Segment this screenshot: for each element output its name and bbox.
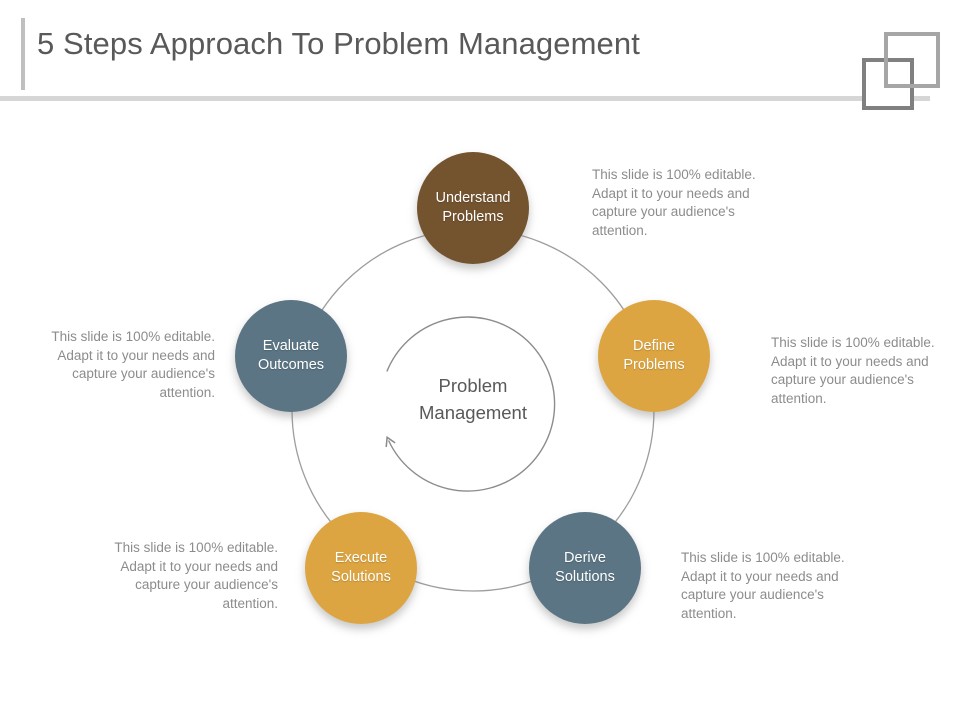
page-title: 5 Steps Approach To Problem Management	[37, 26, 640, 61]
node-define-problems-label: Define Problems	[623, 338, 685, 373]
node-evaluate-outcomes-label: Evaluate Outcomes	[257, 338, 325, 373]
node-evaluate-outcomes[interactable]: Evaluate Outcomes	[235, 300, 347, 412]
node-execute-solutions-label: Execute Solutions	[331, 550, 391, 585]
cycle-diagram: Understand Problems Define Problems Deri…	[0, 104, 960, 720]
description-understand-problems: This slide is 100% editable. Adapt it to…	[592, 167, 756, 238]
description-derive-solutions: This slide is 100% editable. Adapt it to…	[681, 550, 845, 621]
node-understand-problems[interactable]: Understand Problems	[417, 152, 529, 264]
inner-cycle-arrow	[385, 316, 556, 492]
node-derive-solutions[interactable]: Derive Solutions	[529, 512, 641, 624]
node-execute-solutions[interactable]: Execute Solutions	[305, 512, 417, 624]
title-divider-rule	[0, 96, 930, 101]
node-define-problems[interactable]: Define Problems	[598, 300, 710, 412]
slide-header: 5 Steps Approach To Problem Management	[0, 0, 960, 110]
description-define-problems: This slide is 100% editable. Adapt it to…	[771, 335, 935, 406]
description-evaluate-outcomes: This slide is 100% editable. Adapt it to…	[51, 329, 215, 400]
node-derive-solutions-label: Derive Solutions	[555, 550, 615, 585]
decorative-square-light-overlap-icon	[884, 32, 940, 88]
description-execute-solutions: This slide is 100% editable. Adapt it to…	[114, 540, 278, 611]
title-accent-bar	[21, 18, 25, 90]
diagram-center-label: Problem Management	[419, 375, 527, 423]
node-understand-problems-label: Understand Problems	[435, 190, 511, 225]
